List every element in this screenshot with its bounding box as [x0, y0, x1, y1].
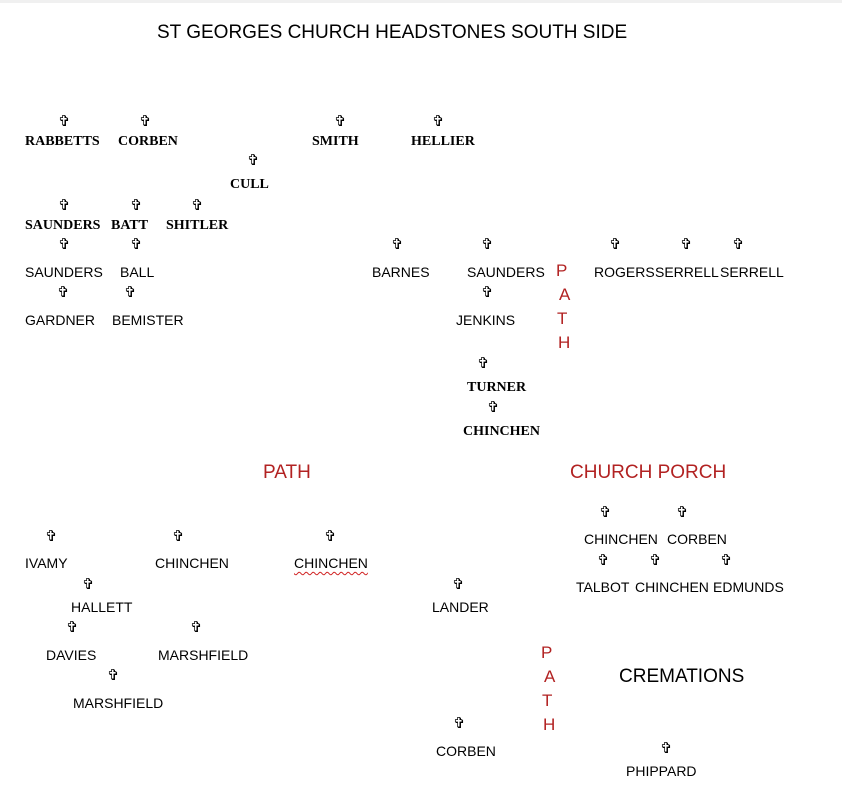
cremations-label: CREMATIONS: [619, 666, 745, 687]
headstone-label: BATT: [111, 218, 149, 233]
headstone-label: PHIPPARD: [626, 763, 697, 779]
headstone-label: EDMUNDS: [713, 579, 784, 595]
cross-icon: ✞: [139, 112, 152, 130]
cross-icon: ✞: [597, 551, 610, 569]
cross-icon: ✞: [66, 618, 79, 636]
headstone-label: SHITLER: [166, 218, 229, 233]
cross-icon: ✞: [680, 235, 693, 253]
church-porch-label: CHURCH PORCH: [570, 462, 727, 483]
headstone-label: TALBOT: [576, 579, 630, 595]
headstone-label: IVAMY: [25, 555, 68, 571]
cross-icon: ✞: [124, 283, 137, 301]
cross-icon: ✞: [732, 235, 745, 253]
page-title: ST GEORGES CHURCH HEADSTONES SOUTH SIDE: [157, 22, 628, 43]
headstone-label: SERRELL: [655, 264, 719, 280]
cross-icon: ✞: [487, 398, 500, 416]
headstone-label: SAUNDERS: [467, 264, 545, 280]
path-letter: P: [541, 643, 553, 662]
cross-icon: ✞: [57, 283, 70, 301]
headstone-label: CHINCHEN: [584, 531, 658, 547]
path-label: PATH: [263, 462, 311, 483]
headstone-label: CORBEN: [667, 531, 727, 547]
cross-icon: ✞: [676, 503, 689, 521]
cross-icon: ✞: [481, 235, 494, 253]
path-letter: H: [543, 715, 556, 734]
cross-icon: ✞: [107, 666, 120, 684]
headstone-label: CHINCHEN: [155, 555, 229, 571]
cross-icon: ✞: [247, 151, 260, 169]
headstone-label: HALLETT: [71, 599, 133, 615]
headstone-label: BALL: [120, 264, 155, 280]
headstone-label: SAUNDERS: [25, 218, 101, 233]
path-letter: H: [558, 333, 571, 352]
headstone-label: HELLIER: [411, 134, 475, 149]
cross-icon: ✞: [324, 527, 337, 545]
headstone-label: CHINCHEN: [463, 424, 541, 439]
cross-icon: ✞: [649, 551, 662, 569]
cross-icon: ✞: [599, 503, 612, 521]
headstone-label: ROGERS: [594, 264, 655, 280]
cross-icon: ✞: [82, 575, 95, 593]
cross-icon: ✞: [334, 112, 347, 130]
headstone-label: CHINCHEN: [635, 579, 709, 595]
headstone-label: LANDER: [432, 599, 489, 615]
cross-icon: ✞: [432, 112, 445, 130]
headstone-label: CORBEN: [436, 743, 496, 759]
headstone-label: BEMISTER: [112, 312, 184, 328]
headstone-label: CULL: [230, 177, 269, 192]
cross-icon: ✞: [130, 196, 143, 214]
top-border: [0, 0, 842, 3]
vertical-path-label-lower: P A T H: [541, 641, 555, 737]
cross-icon: ✞: [191, 196, 204, 214]
cross-icon: ✞: [609, 235, 622, 253]
path-letter: T: [557, 309, 568, 328]
cross-icon: ✞: [58, 235, 71, 253]
cross-icon: ✞: [58, 112, 71, 130]
cross-icon: ✞: [45, 527, 58, 545]
headstone-label: MARSHFIELD: [158, 647, 249, 663]
vertical-path-label: P A T H: [556, 259, 570, 355]
cross-icon: ✞: [130, 235, 143, 253]
cross-icon: ✞: [58, 196, 71, 214]
headstone-label: RABBETTS: [25, 134, 100, 149]
headstone-label: JENKINS: [456, 312, 516, 328]
cross-icon: ✞: [660, 739, 673, 757]
headstone-label: CHINCHEN: [294, 555, 368, 571]
cross-icon: ✞: [481, 283, 494, 301]
cross-icon: ✞: [477, 354, 490, 372]
cross-icon: ✞: [452, 575, 465, 593]
headstone-label: SMITH: [312, 134, 359, 149]
cross-icon: ✞: [391, 235, 404, 253]
cross-icon: ✞: [453, 714, 466, 732]
headstone-label: MARSHFIELD: [73, 695, 164, 711]
cross-icon: ✞: [190, 618, 203, 636]
path-letter: A: [544, 667, 556, 686]
headstone-label: DAVIES: [46, 647, 97, 663]
headstone-label: GARDNER: [25, 312, 96, 328]
path-letter: T: [542, 691, 553, 710]
path-letter: P: [556, 261, 568, 280]
cross-icon: ✞: [172, 527, 185, 545]
headstone-label: SAUNDERS: [25, 264, 103, 280]
path-letter: A: [559, 285, 571, 304]
cross-icon: ✞: [720, 551, 733, 569]
headstone-label: CORBEN: [118, 134, 178, 149]
headstone-label: BARNES: [372, 264, 430, 280]
headstone-label: SERRELL: [720, 264, 784, 280]
headstone-label: TURNER: [467, 380, 527, 395]
